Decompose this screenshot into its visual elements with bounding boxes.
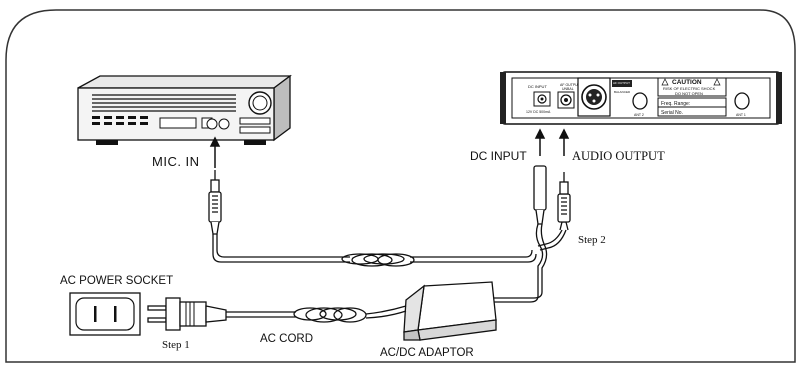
panel-do-not-open-text: DO NOT OPEN xyxy=(675,91,703,96)
panel-balanced-text: BALANCED xyxy=(614,90,631,94)
panel-caution-text: CAUTION xyxy=(672,79,702,86)
ac-cord-label: AC CORD xyxy=(260,333,313,345)
adaptor-unit xyxy=(403,281,497,341)
panel-unbal-text: UNBAL xyxy=(562,87,574,91)
panel-dc-input-text: DC INPUT xyxy=(528,84,547,89)
panel-serial-no-text: Serial No. xyxy=(661,110,683,116)
panel-freq-range-text: Freq. Range: xyxy=(661,101,690,107)
amplifier-unit xyxy=(77,74,292,145)
mic-in-label: MIC. IN xyxy=(152,154,200,169)
panel-ant2-text: ANT 2 xyxy=(634,113,644,117)
dc-cable xyxy=(494,165,548,303)
step2-label: Step 2 xyxy=(578,234,606,246)
panel-af-output-bal: AF OUTPUT xyxy=(613,81,630,85)
ac-cord xyxy=(226,305,407,323)
panel-dc-spec-text: 12V DC 500mA xyxy=(526,110,551,114)
audio-output-label: AUDIO OUTPUT xyxy=(572,149,665,163)
adaptor-label: AC/DC ADAPTOR xyxy=(380,347,474,359)
panel-ant1-text: ANT 1 xyxy=(736,113,746,117)
receiver-rear-panel: DC INPUT 12V DC 500mA AF OUTPUT UNBAL AF… xyxy=(500,71,782,125)
mic-in-arrow xyxy=(209,136,221,168)
diagram-frame xyxy=(5,9,796,363)
panel-af-output-unbal: AF OUTPUT xyxy=(560,83,581,87)
audio-output-arrow xyxy=(558,128,570,156)
ac-plug xyxy=(147,297,227,331)
panel-risk-text: RISK OF ELECTRIC SHOCK xyxy=(663,86,716,91)
ac-power-socket xyxy=(69,292,141,336)
dc-input-arrow xyxy=(534,128,546,156)
ac-power-socket-label: AC POWER SOCKET xyxy=(60,275,173,287)
step1-label: Step 1 xyxy=(162,339,190,351)
dc-input-label: DC INPUT xyxy=(470,149,527,163)
audio-cable xyxy=(208,170,571,267)
